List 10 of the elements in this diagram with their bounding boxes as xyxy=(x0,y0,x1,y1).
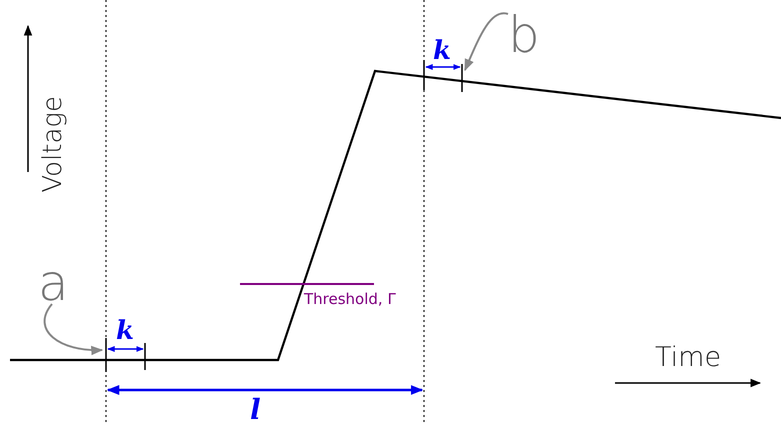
dimension-label: k xyxy=(116,318,134,344)
dimension-label: l xyxy=(250,396,261,424)
leader-line xyxy=(464,12,508,72)
axis-label: Voltage xyxy=(40,96,66,193)
axis-label: Time xyxy=(655,344,722,371)
leader-line xyxy=(44,303,104,355)
callout-letter: a xyxy=(38,258,69,308)
callout-letter: b xyxy=(508,10,540,60)
threshold-label: Threshold, Γ xyxy=(304,292,396,307)
dimension-label: k xyxy=(433,38,452,64)
